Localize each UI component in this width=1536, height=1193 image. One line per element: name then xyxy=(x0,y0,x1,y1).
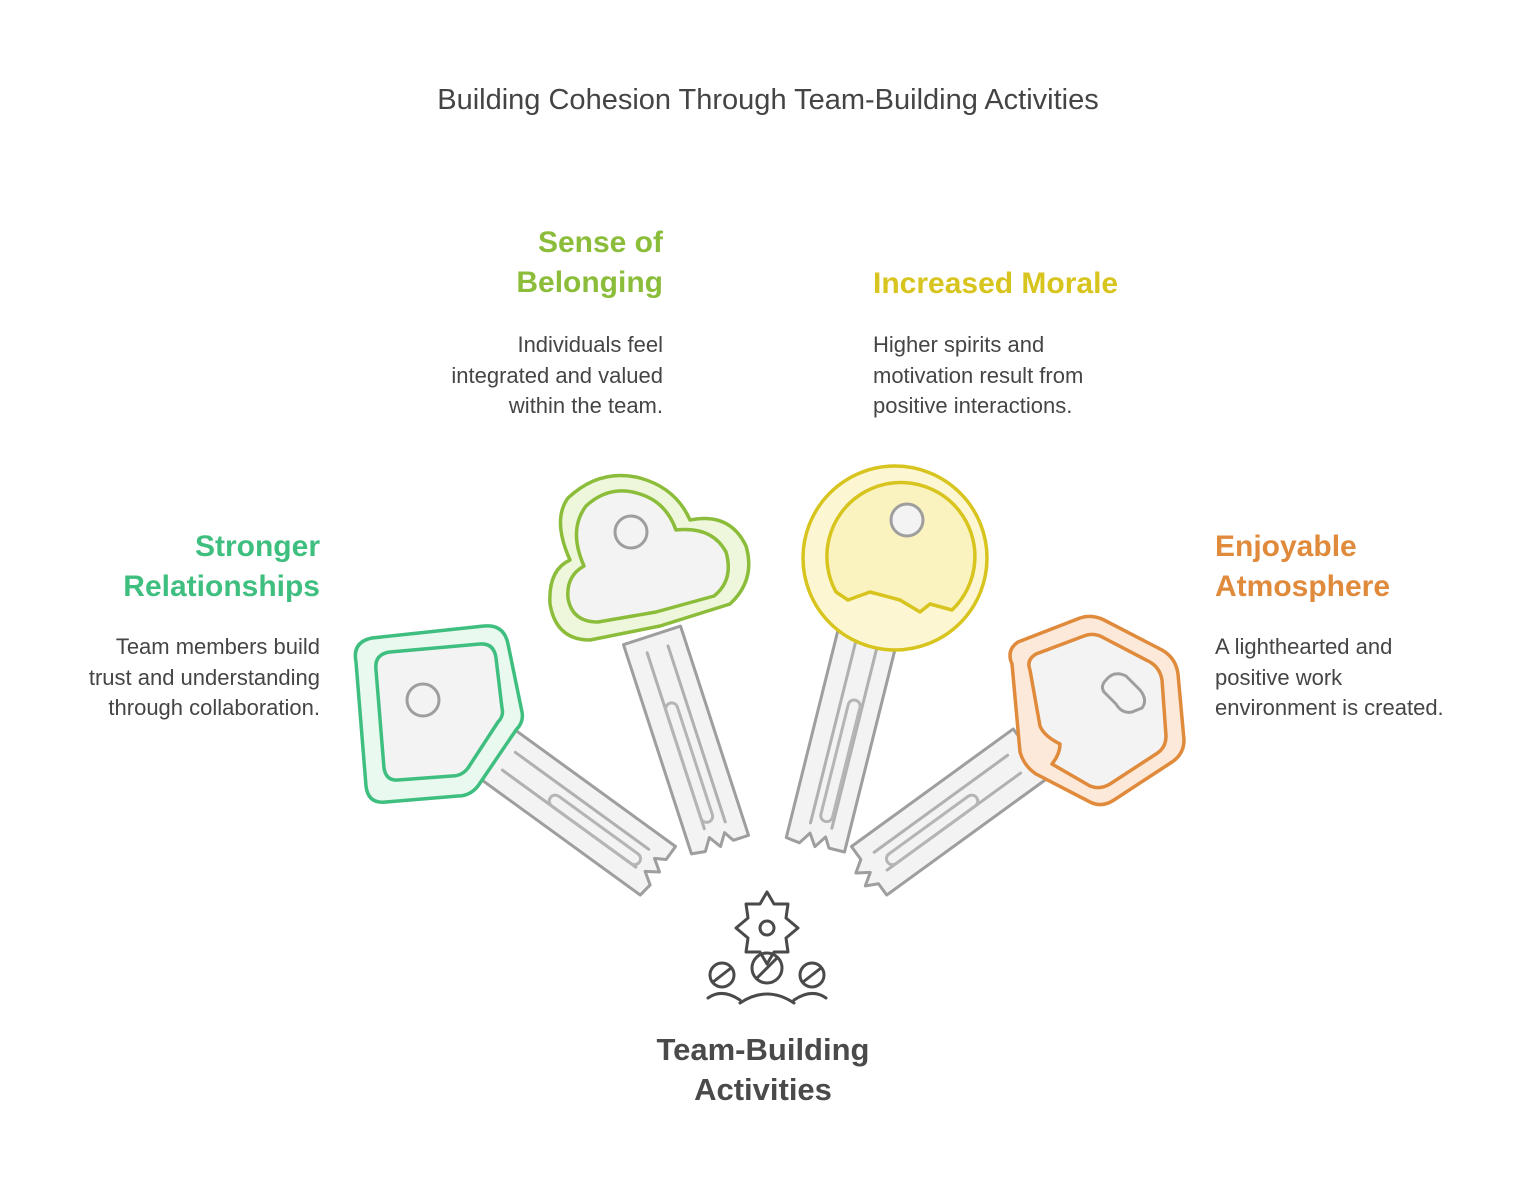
page-title: Building Cohesion Through Team-Building … xyxy=(437,84,1099,116)
key-1-shaft xyxy=(476,727,678,897)
key-3-shaft xyxy=(784,622,900,854)
enjoyable-atmosphere-heading: Enjoyable Atmosphere xyxy=(1215,530,1391,603)
center-label: Team-Building Activities xyxy=(656,1032,870,1107)
cloud-key-icon xyxy=(548,473,751,856)
increased-morale-heading: Increased Morale xyxy=(873,267,1119,300)
team-gear-icon xyxy=(706,890,828,1005)
key-1-head-inner xyxy=(374,642,505,782)
increased-morale-description: Higher spirits and motivation result fro… xyxy=(873,332,1084,418)
key-4-head-inner xyxy=(1027,632,1168,790)
hexagon-key-icon xyxy=(849,614,1186,897)
enjoyable-atmosphere-description: A lighthearted and positive work environ… xyxy=(1215,634,1444,720)
sense-of-belonging-heading: Sense of Belonging xyxy=(516,226,663,299)
key-3-head-inner xyxy=(825,480,977,614)
stronger-relationships-heading: Stronger Relationships xyxy=(123,530,320,603)
key-2-head-inner xyxy=(566,489,730,624)
sense-of-belonging-description: Individuals feel integrated and valued w… xyxy=(451,332,663,418)
gear-icon xyxy=(734,890,800,966)
stronger-relationships-description: Team members build trust and understandi… xyxy=(88,634,320,720)
key-4-shaft xyxy=(849,727,1051,897)
round-key-icon xyxy=(784,464,989,854)
square-key-icon xyxy=(353,624,678,897)
